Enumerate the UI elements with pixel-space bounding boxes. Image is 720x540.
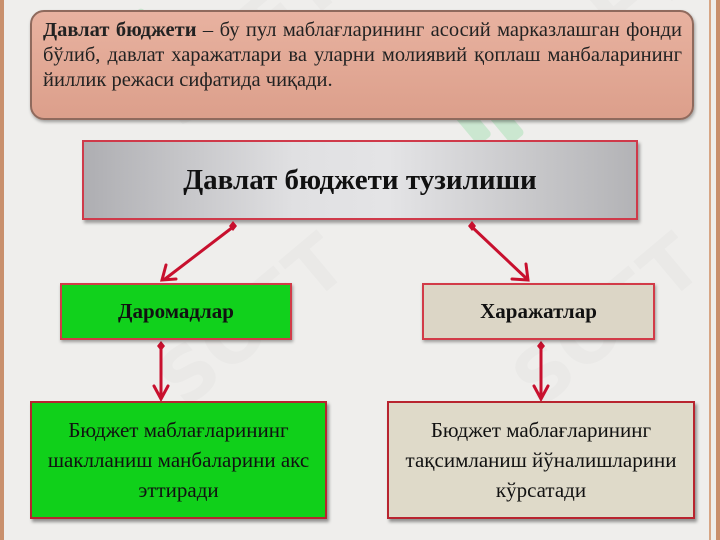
arrowhead-expenses-description-icon (532, 384, 550, 403)
definition-box: Давлат бюджети – бу пул маблағларининг а… (30, 10, 694, 120)
diamond-expenses-icon (537, 341, 545, 351)
expenses-description-box: Бюджет маблағларининг тақсимланиш йўнали… (387, 401, 695, 519)
definition-term: Давлат бюджети (43, 19, 197, 41)
arrowhead-revenue-icon (160, 263, 178, 282)
diamond-revenue-icon (157, 341, 165, 351)
slide-right-border (716, 0, 720, 540)
expenses-label: Харажатлар (480, 299, 597, 323)
expenses-description: Бюджет маблағларининг тақсимланиш йўнали… (405, 418, 677, 502)
expenses-box: Харажатлар (422, 283, 655, 340)
revenue-description: Бюджет маблағларининг шаклланиш манбалар… (47, 418, 310, 502)
slide-right-inner-border (709, 0, 711, 540)
slide-left-border (0, 0, 4, 540)
revenue-label: Даромадлар (118, 299, 234, 323)
arrowhead-expenses-icon (510, 262, 530, 282)
revenue-box: Даромадлар (60, 283, 292, 340)
budget-structure-title-text: Давлат бюджети тузилиши (183, 163, 537, 196)
diamond-title-right-icon (468, 221, 476, 231)
diamond-title-left-icon (229, 221, 237, 231)
arrowhead-revenue-description-icon (152, 384, 170, 403)
definition-text: – бу пул маблағларининг асосий марказлаш… (43, 19, 682, 91)
budget-structure-title: Давлат бюджети тузилиши (82, 140, 638, 220)
connector-title-to-expenses (470, 225, 529, 281)
revenue-description-box: Бюджет маблағларининг шаклланиш манбалар… (30, 401, 327, 519)
connector-title-to-revenue (163, 225, 235, 281)
